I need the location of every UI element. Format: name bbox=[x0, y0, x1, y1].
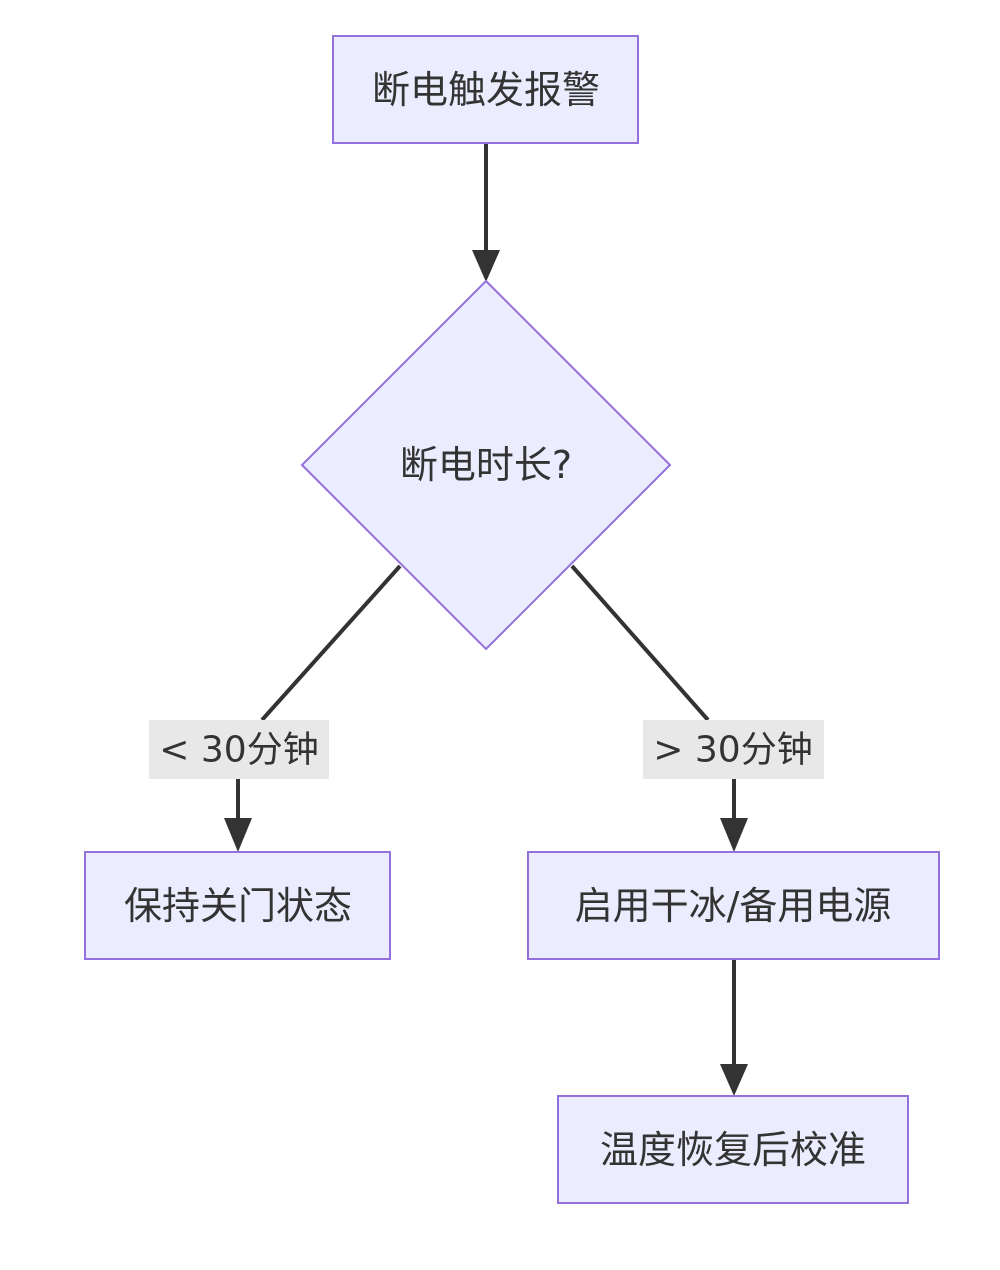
node-label: 启用干冰/备用电源 bbox=[575, 884, 892, 928]
node-label: 温度恢复后校准 bbox=[600, 1128, 866, 1172]
decision-label: 断电时长? bbox=[400, 443, 572, 487]
edge-label-text: > 30分钟 bbox=[653, 730, 812, 771]
edge-label-greater-than-30: > 30分钟 bbox=[643, 720, 824, 779]
node-power-outage-alarm[interactable]: 断电触发报警 bbox=[332, 35, 639, 144]
edge-decision-to-keep-closed bbox=[224, 564, 402, 852]
edge-start-to-decision bbox=[472, 144, 500, 282]
edge-label-less-than-30: < 30分钟 bbox=[149, 720, 329, 779]
arrowhead bbox=[472, 250, 500, 282]
edge-decision-to-backup bbox=[570, 564, 748, 852]
decision-outage-duration[interactable]: 断电时长? bbox=[300, 279, 672, 651]
node-keep-door-closed[interactable]: 保持关门状态 bbox=[84, 851, 391, 960]
node-label: 保持关门状态 bbox=[124, 884, 352, 928]
node-enable-dry-ice-backup-power[interactable]: 启用干冰/备用电源 bbox=[527, 851, 940, 960]
edge-label-text: < 30分钟 bbox=[159, 730, 318, 771]
arrowhead bbox=[720, 1064, 748, 1096]
arrowhead bbox=[720, 818, 748, 852]
edge-backup-to-calibrate bbox=[720, 960, 748, 1096]
node-label: 断电触发报警 bbox=[372, 68, 600, 112]
arrowhead bbox=[224, 818, 252, 852]
node-calibrate-after-temp-recovery[interactable]: 温度恢复后校准 bbox=[557, 1095, 909, 1204]
